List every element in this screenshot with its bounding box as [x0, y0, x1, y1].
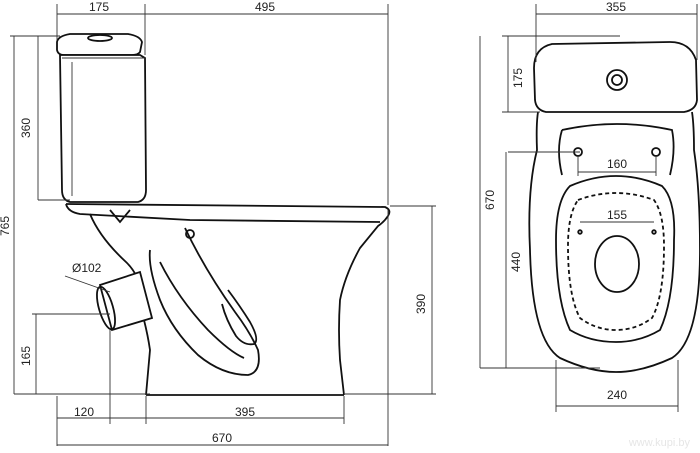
dim-total-height-label: 765 [0, 216, 12, 236]
top-cistern [533, 41, 698, 113]
top-dim-bowl-length-label: 440 [509, 252, 523, 272]
top-dim-total-length-label: 670 [483, 190, 497, 210]
watermark: www.kupi.by [628, 437, 691, 449]
cistern-tank [56, 33, 147, 203]
top-dim-hinge-spacing-label: 160 [607, 157, 627, 171]
top-bowl [528, 111, 700, 373]
dim-outlet-height-label: 165 [19, 346, 33, 366]
dim-outlet-offset-label: 120 [74, 405, 94, 419]
dim-outlet-diameter-label: Ø102 [72, 261, 102, 275]
top-dim-width-label: 355 [606, 0, 626, 14]
dim-bowl-length-label: 495 [255, 0, 275, 14]
top-dim-base-width-label: 240 [607, 388, 627, 402]
dim-tank-depth-label: 175 [89, 0, 109, 14]
top-dim-tank-depth-label: 175 [511, 68, 525, 88]
dim-seat-height-label: 390 [414, 294, 428, 314]
side-view: 175 495 360 765 Ø102 165 120 395 670 390 [0, 0, 436, 446]
dim-total-length-label: 670 [212, 431, 232, 445]
dim-tank-height-label: 360 [19, 118, 33, 138]
top-dimension-lines [479, 4, 698, 412]
toilet-bowl [65, 203, 391, 396]
top-dim-fixing-spacing-label: 155 [607, 208, 627, 222]
top-view: 355 175 670 160 155 440 240 [479, 0, 700, 412]
side-dimension-lines [10, 4, 436, 446]
dim-base-length-label: 395 [235, 405, 255, 419]
